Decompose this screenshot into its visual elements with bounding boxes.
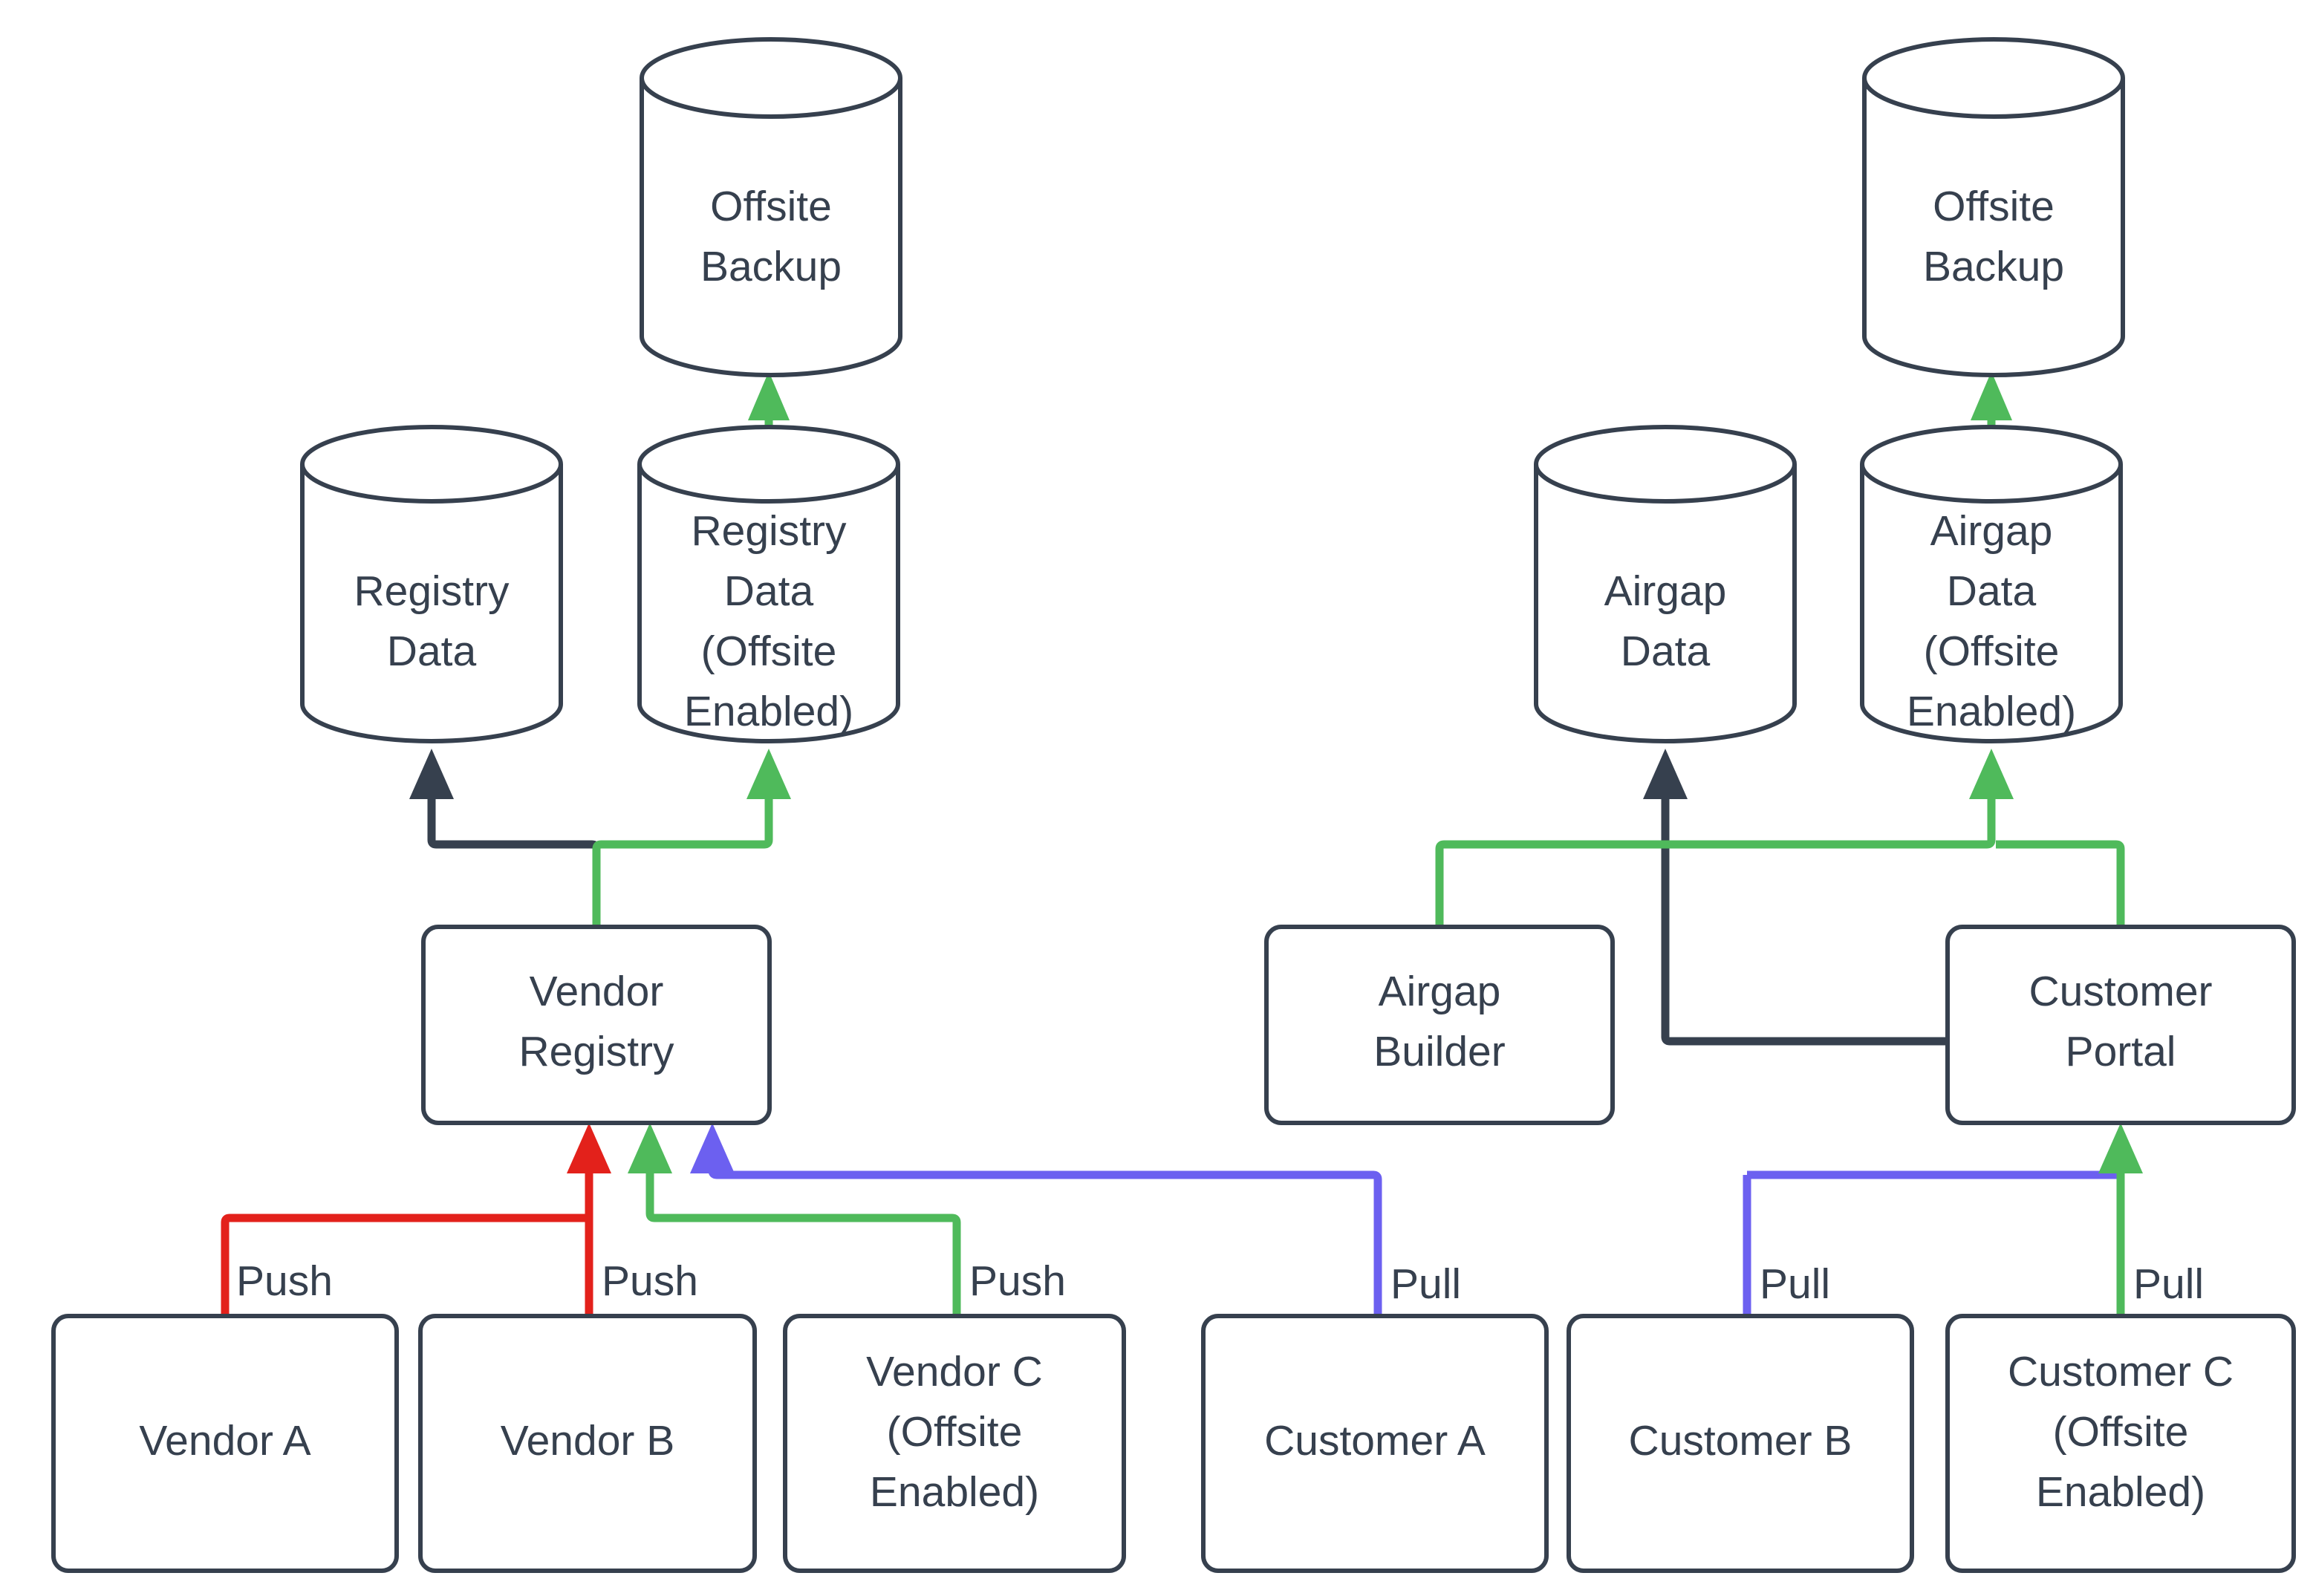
- node-offsite-backup-left[interactable]: Offsite Backup: [640, 37, 902, 377]
- arrowhead-green-vendor-c: [628, 1123, 672, 1173]
- node-airgap-data[interactable]: Airgap Data: [1534, 425, 1797, 743]
- edge-customer-portal-to-airgap-data-offsite: [1996, 840, 2125, 927]
- node-airgap-data-offsite[interactable]: Airgap Data (Offsite Enabled): [1860, 425, 2123, 743]
- node-customer-a[interactable]: Customer A: [1201, 1314, 1549, 1573]
- edge-vendor-registry-to-registry-data-offsite: [592, 749, 791, 927]
- customer-c-label-1: Customer C: [2008, 1348, 2234, 1395]
- airgap-data-label-1: Airgap: [1604, 567, 1727, 615]
- vendor-c-label-2: (Offsite: [887, 1408, 1023, 1456]
- cylinder-top-ellipse: [637, 425, 900, 504]
- edge-customer-b-pull: [1743, 1170, 2121, 1316]
- arrowhead-dark-registry-data: [409, 749, 454, 799]
- customer-c-label-3: Enabled): [2036, 1468, 2205, 1516]
- registry-data-offsite-label-1: Registry: [691, 507, 847, 555]
- node-offsite-backup-right[interactable]: Offsite Backup: [1862, 37, 2125, 377]
- node-customer-b[interactable]: Customer B: [1567, 1314, 1914, 1573]
- edge-customer-a-pull: [690, 1123, 1382, 1316]
- edge-customer-c-pull: [2098, 1123, 2143, 1316]
- arrowhead-blue-vendor-registry: [690, 1123, 735, 1173]
- registry-data-offsite-label-2: Data: [724, 567, 814, 615]
- airgap-data-offsite-label-4: Enabled): [1907, 688, 2076, 735]
- arrowhead-green-offsite-backup-left: [748, 371, 790, 420]
- edge-label-vendor-c-push: Push: [969, 1257, 1066, 1305]
- airgap-builder-label-2: Builder: [1373, 1028, 1505, 1075]
- arrowhead-green-offsite-backup-right: [1971, 371, 2012, 420]
- edge-customer-portal-to-airgap-data: [1643, 749, 1948, 1046]
- registry-data-label-1: Registry: [354, 567, 510, 615]
- cylinder-top-ellipse: [1860, 425, 2123, 504]
- edge-airgap-builder-to-airgap-data-offsite: [1435, 749, 2014, 927]
- customer-c-label-2: (Offsite: [2053, 1408, 2189, 1456]
- edge-label-customer-a-pull: Pull: [1390, 1260, 1461, 1308]
- edge-label-customer-b-pull: Pull: [1760, 1260, 1830, 1308]
- node-registry-data[interactable]: Registry Data: [300, 425, 563, 743]
- offsite-backup-right-label-1: Offsite: [1933, 183, 2055, 230]
- registry-data-label-2: Data: [387, 628, 477, 675]
- cylinder-top-ellipse: [1862, 37, 2125, 119]
- node-vendor-registry[interactable]: Vendor Registry: [421, 925, 772, 1125]
- registry-data-offsite-label-3: (Offsite: [701, 628, 837, 675]
- registry-data-offsite-label-4: Enabled): [684, 688, 853, 735]
- airgap-data-offsite-label-3: (Offsite: [1924, 628, 2060, 675]
- offsite-backup-left-label-1: Offsite: [710, 183, 832, 230]
- vendor-registry-label-2: Registry: [518, 1028, 674, 1075]
- customer-b-label: Customer B: [1629, 1417, 1852, 1465]
- offsite-backup-right-label-2: Backup: [1923, 243, 2064, 290]
- arrowhead-green-customer-portal: [2098, 1123, 2143, 1173]
- airgap-data-offsite-label-1: Airgap: [1930, 507, 2053, 555]
- vendor-c-label-3: Enabled): [870, 1468, 1039, 1516]
- node-vendor-c[interactable]: Vendor C (Offsite Enabled): [783, 1314, 1126, 1573]
- vendor-b-label: Vendor B: [501, 1417, 675, 1465]
- cylinder-top-ellipse: [300, 425, 563, 504]
- arrowhead-green-registry-data-offsite: [746, 749, 791, 799]
- cylinder-top-ellipse: [640, 37, 902, 119]
- node-airgap-builder[interactable]: Airgap Builder: [1264, 925, 1615, 1125]
- airgap-data-label-2: Data: [1621, 628, 1711, 675]
- edge-label-vendor-a-push: Push: [236, 1257, 333, 1305]
- arrowhead-dark-airgap-data: [1643, 749, 1688, 799]
- vendor-a-label: Vendor A: [139, 1417, 310, 1465]
- customer-portal-label-1: Customer: [2029, 968, 2212, 1015]
- node-customer-portal[interactable]: Customer Portal: [1945, 925, 2296, 1125]
- edge-label-customer-c-pull: Pull: [2133, 1260, 2204, 1308]
- edge-vendor-c-push: [628, 1123, 961, 1316]
- customer-portal-label-2: Portal: [2066, 1028, 2176, 1075]
- vendor-c-label-1: Vendor C: [866, 1348, 1043, 1395]
- node-registry-data-offsite[interactable]: Registry Data (Offsite Enabled): [637, 425, 900, 743]
- vendor-registry-label-1: Vendor: [530, 968, 664, 1015]
- node-vendor-a[interactable]: Vendor A: [51, 1314, 399, 1573]
- offsite-backup-left-label-2: Backup: [700, 243, 842, 290]
- edge-vendor-registry-to-registry-data: [409, 749, 601, 927]
- airgap-builder-label-1: Airgap: [1379, 968, 1501, 1015]
- node-vendor-b[interactable]: Vendor B: [418, 1314, 757, 1573]
- edge-vendor-a-push: [221, 1123, 611, 1316]
- node-customer-c[interactable]: Customer C (Offsite Enabled): [1945, 1314, 2296, 1573]
- arrowhead-green-airgap-data-offsite: [1969, 749, 2014, 799]
- edge-label-vendor-b-push: Push: [602, 1257, 698, 1305]
- customer-a-label: Customer A: [1264, 1417, 1486, 1465]
- airgap-data-offsite-label-2: Data: [1947, 567, 2037, 615]
- cylinder-top-ellipse: [1534, 425, 1797, 504]
- arrowhead-red-vendor-a: [567, 1123, 611, 1173]
